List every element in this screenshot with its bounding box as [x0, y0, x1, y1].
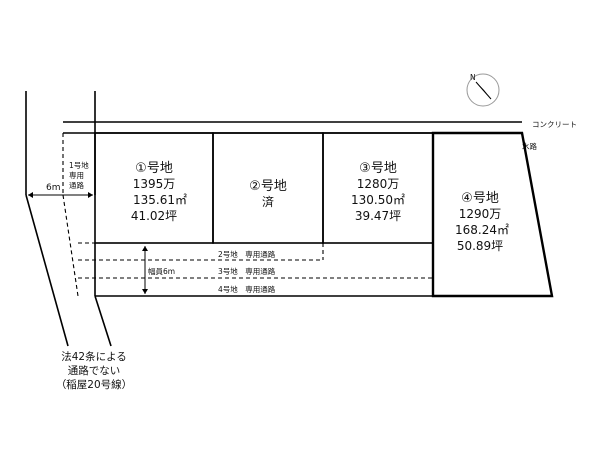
lot-1-price: 1395万 [133, 177, 176, 191]
lot-3-tsubo: 39.47坪 [355, 209, 401, 223]
note-line-2: 通路でない [68, 364, 121, 377]
left-road-slant-2 [94, 295, 112, 347]
lot-3-area: 130.50㎡ [351, 193, 405, 207]
lot-1-title: ①号地 [135, 161, 173, 176]
lot-2-title: ②号地 [249, 179, 287, 194]
lot-1-area: 135.61㎡ [133, 193, 187, 207]
lot-4-area: 168.24㎡ [455, 223, 509, 237]
compass-label: N [470, 73, 476, 82]
lot1-path-dash-slant [62, 194, 79, 297]
road-width-label: 幅員6m [148, 266, 175, 276]
lot-3-price: 1280万 [357, 177, 400, 191]
path-4-label: 4号地 専用通路 [218, 284, 276, 294]
waterway-label: 水路 [522, 141, 537, 151]
note-line-1: 法42条による [61, 350, 127, 363]
lot-2-status: 済 [262, 194, 274, 209]
lot-4-boundary [431, 131, 554, 298]
path-3-label: 3号地 専用通路 [218, 266, 276, 276]
lot-3-title: ③号地 [359, 161, 397, 176]
north-arrow-icon: N [466, 73, 500, 107]
note-line-3: （稲屋20号線） [56, 378, 132, 391]
lot-4-tsubo: 50.89坪 [457, 239, 503, 253]
lot-4-title: ④号地 [461, 191, 499, 206]
lot-1-tsubo: 41.02坪 [131, 209, 177, 223]
lot1-path-label-3: 通路 [69, 180, 84, 190]
lot-4-price: 1290万 [459, 207, 502, 221]
lot1-path-label-2: 専用 [69, 170, 84, 180]
road-label: コンクリート [532, 120, 577, 129]
side-road-width: 6m [46, 183, 61, 193]
path-2-label: 2号地 専用通路 [218, 249, 276, 259]
lot1-path-label-1: 1号地 [69, 160, 89, 170]
left-road-slant-1 [25, 194, 69, 347]
